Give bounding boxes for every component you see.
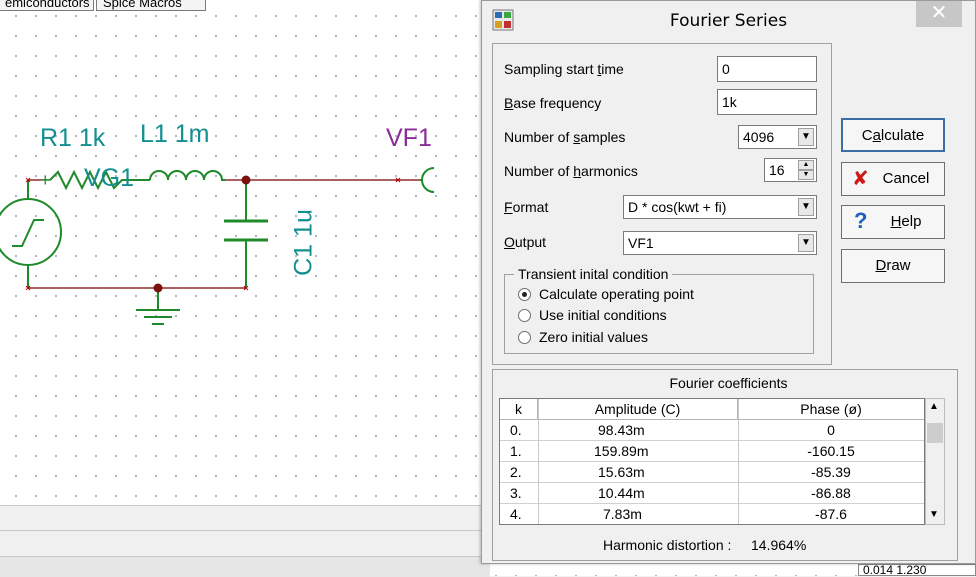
- circuit-diagram: [0, 167, 435, 325]
- harmonic-distortion-label: Harmonic distortion :: [603, 537, 732, 553]
- help-button[interactable]: ? Help: [841, 205, 945, 239]
- radio-use-initial-conditions[interactable]: [518, 309, 531, 322]
- help-question-icon: ?: [854, 208, 868, 233]
- number-of-harmonics-spinner[interactable]: 16▲▼: [764, 158, 817, 182]
- option-label[interactable]: Calculate operating point: [539, 286, 694, 302]
- calculate-button[interactable]: Calculate: [841, 118, 945, 152]
- table-scrollbar[interactable]: ▲ ▼: [925, 398, 945, 525]
- table-row[interactable]: 0. 98.43m 0: [500, 420, 924, 441]
- label-r1: R1 1k: [40, 124, 106, 152]
- chevron-down-icon[interactable]: ▼: [798, 198, 814, 216]
- transient-condition-title: Transient inital condition: [514, 266, 673, 282]
- coordinate-readout: 0.014 1.230: [858, 564, 976, 576]
- base-frequency-input[interactable]: 1k: [717, 89, 817, 115]
- table-row[interactable]: 1. 159.89m -160.15: [500, 441, 924, 462]
- app-icon: [492, 9, 514, 31]
- column-header-phase: Phase (ø): [738, 399, 924, 420]
- inductor-l1: [149, 170, 225, 181]
- cell-amplitude: 98.43m: [598, 422, 645, 438]
- tab-semiconductors[interactable]: emiconductors: [0, 0, 94, 11]
- chevron-down-icon[interactable]: ▼: [929, 509, 939, 520]
- label-number-of-samples: Number of samples: [504, 129, 626, 145]
- column-divider: [738, 399, 739, 524]
- probe-vf1: [421, 167, 435, 193]
- column-divider: [538, 399, 539, 524]
- cell-amplitude: 7.83m: [603, 506, 642, 522]
- label-format: Format: [504, 199, 549, 215]
- table-row[interactable]: 3. 10.44m -86.88: [500, 483, 924, 504]
- background-toolbar: [0, 530, 490, 557]
- format-select[interactable]: D * cos(kwt + fi)▼: [623, 195, 817, 219]
- label-l1: L1 1m: [140, 120, 210, 148]
- radio-calculate-operating-point[interactable]: [518, 288, 531, 301]
- chevron-down-icon[interactable]: ▼: [798, 234, 814, 252]
- background-scroll-area[interactable]: [0, 505, 490, 530]
- column-header-k: k: [500, 399, 538, 420]
- table-row[interactable]: 4. 7.83m -87.6: [500, 504, 924, 524]
- node-dot: [241, 175, 251, 185]
- radio-zero-initial-values[interactable]: [518, 331, 531, 344]
- label-output: Output: [504, 234, 547, 250]
- option-label[interactable]: Use initial conditions: [539, 307, 667, 323]
- cell-amplitude: 10.44m: [598, 485, 645, 501]
- draw-button[interactable]: Draw: [841, 249, 945, 283]
- label-vf1: VF1: [386, 124, 432, 152]
- fourier-series-dialog: Fourier Series ✕ Sampling start time 0 B…: [481, 0, 976, 564]
- output-select[interactable]: VF1▼: [623, 231, 817, 255]
- option-label[interactable]: Zero initial values: [539, 329, 648, 345]
- cell-k: 1.: [510, 443, 522, 459]
- cell-phase: -87.6: [815, 506, 847, 522]
- cell-phase: -160.15: [807, 443, 855, 459]
- label-c1: C1 1u: [289, 209, 318, 276]
- label-base-frequency: Base frequency: [504, 95, 602, 111]
- cell-phase: -85.39: [811, 464, 851, 480]
- cell-phase: -86.88: [811, 485, 851, 501]
- label-vg1: VG1: [84, 164, 135, 192]
- label-sampling-start-time: Sampling start time: [504, 61, 624, 77]
- polarity-plus: +: [40, 170, 51, 190]
- coefficients-table[interactable]: k Amplitude (C) Phase (ø) 0. 98.43m 0 1.…: [499, 398, 925, 525]
- coefficients-title: Fourier coefficients: [669, 375, 788, 391]
- coefficients-panel: [492, 369, 958, 561]
- cell-amplitude: 159.89m: [594, 443, 649, 459]
- column-header-amplitude: Amplitude (C): [538, 399, 738, 420]
- chevron-up-icon[interactable]: ▲: [929, 401, 939, 412]
- node-dot: [153, 283, 163, 293]
- cell-k: 2.: [510, 464, 522, 480]
- cell-k: 0.: [510, 422, 522, 438]
- sampling-start-time-input[interactable]: 0: [717, 56, 817, 82]
- spin-down-icon[interactable]: ▼: [798, 170, 814, 180]
- spin-up-icon[interactable]: ▲: [798, 160, 814, 170]
- voltage-source-vg1: [0, 198, 62, 266]
- dialog-title: Fourier Series: [669, 11, 788, 31]
- cell-k: 4.: [510, 506, 522, 522]
- cell-phase: 0: [827, 422, 835, 438]
- cancel-x-icon: ✘: [852, 168, 869, 190]
- label-number-of-harmonics: Number of harmonics: [504, 163, 638, 179]
- tab-spice-macros[interactable]: Spice Macros: [96, 0, 206, 11]
- number-of-samples-select[interactable]: 4096▼: [738, 125, 817, 149]
- chevron-down-icon[interactable]: ▼: [798, 128, 814, 146]
- cancel-button[interactable]: ✘ Cancel: [841, 162, 945, 196]
- table-row[interactable]: 2. 15.63m -85.39: [500, 462, 924, 483]
- resistor-r1: [49, 169, 150, 191]
- settings-group: [492, 43, 832, 365]
- cell-amplitude: 15.63m: [598, 464, 645, 480]
- harmonic-distortion-value: 14.964%: [751, 537, 807, 553]
- cell-k: 3.: [510, 485, 522, 501]
- scrollbar-thumb[interactable]: [927, 423, 943, 443]
- status-bar: [0, 556, 490, 577]
- close-icon: ✕: [930, 2, 948, 24]
- close-button[interactable]: ✕: [916, 1, 962, 27]
